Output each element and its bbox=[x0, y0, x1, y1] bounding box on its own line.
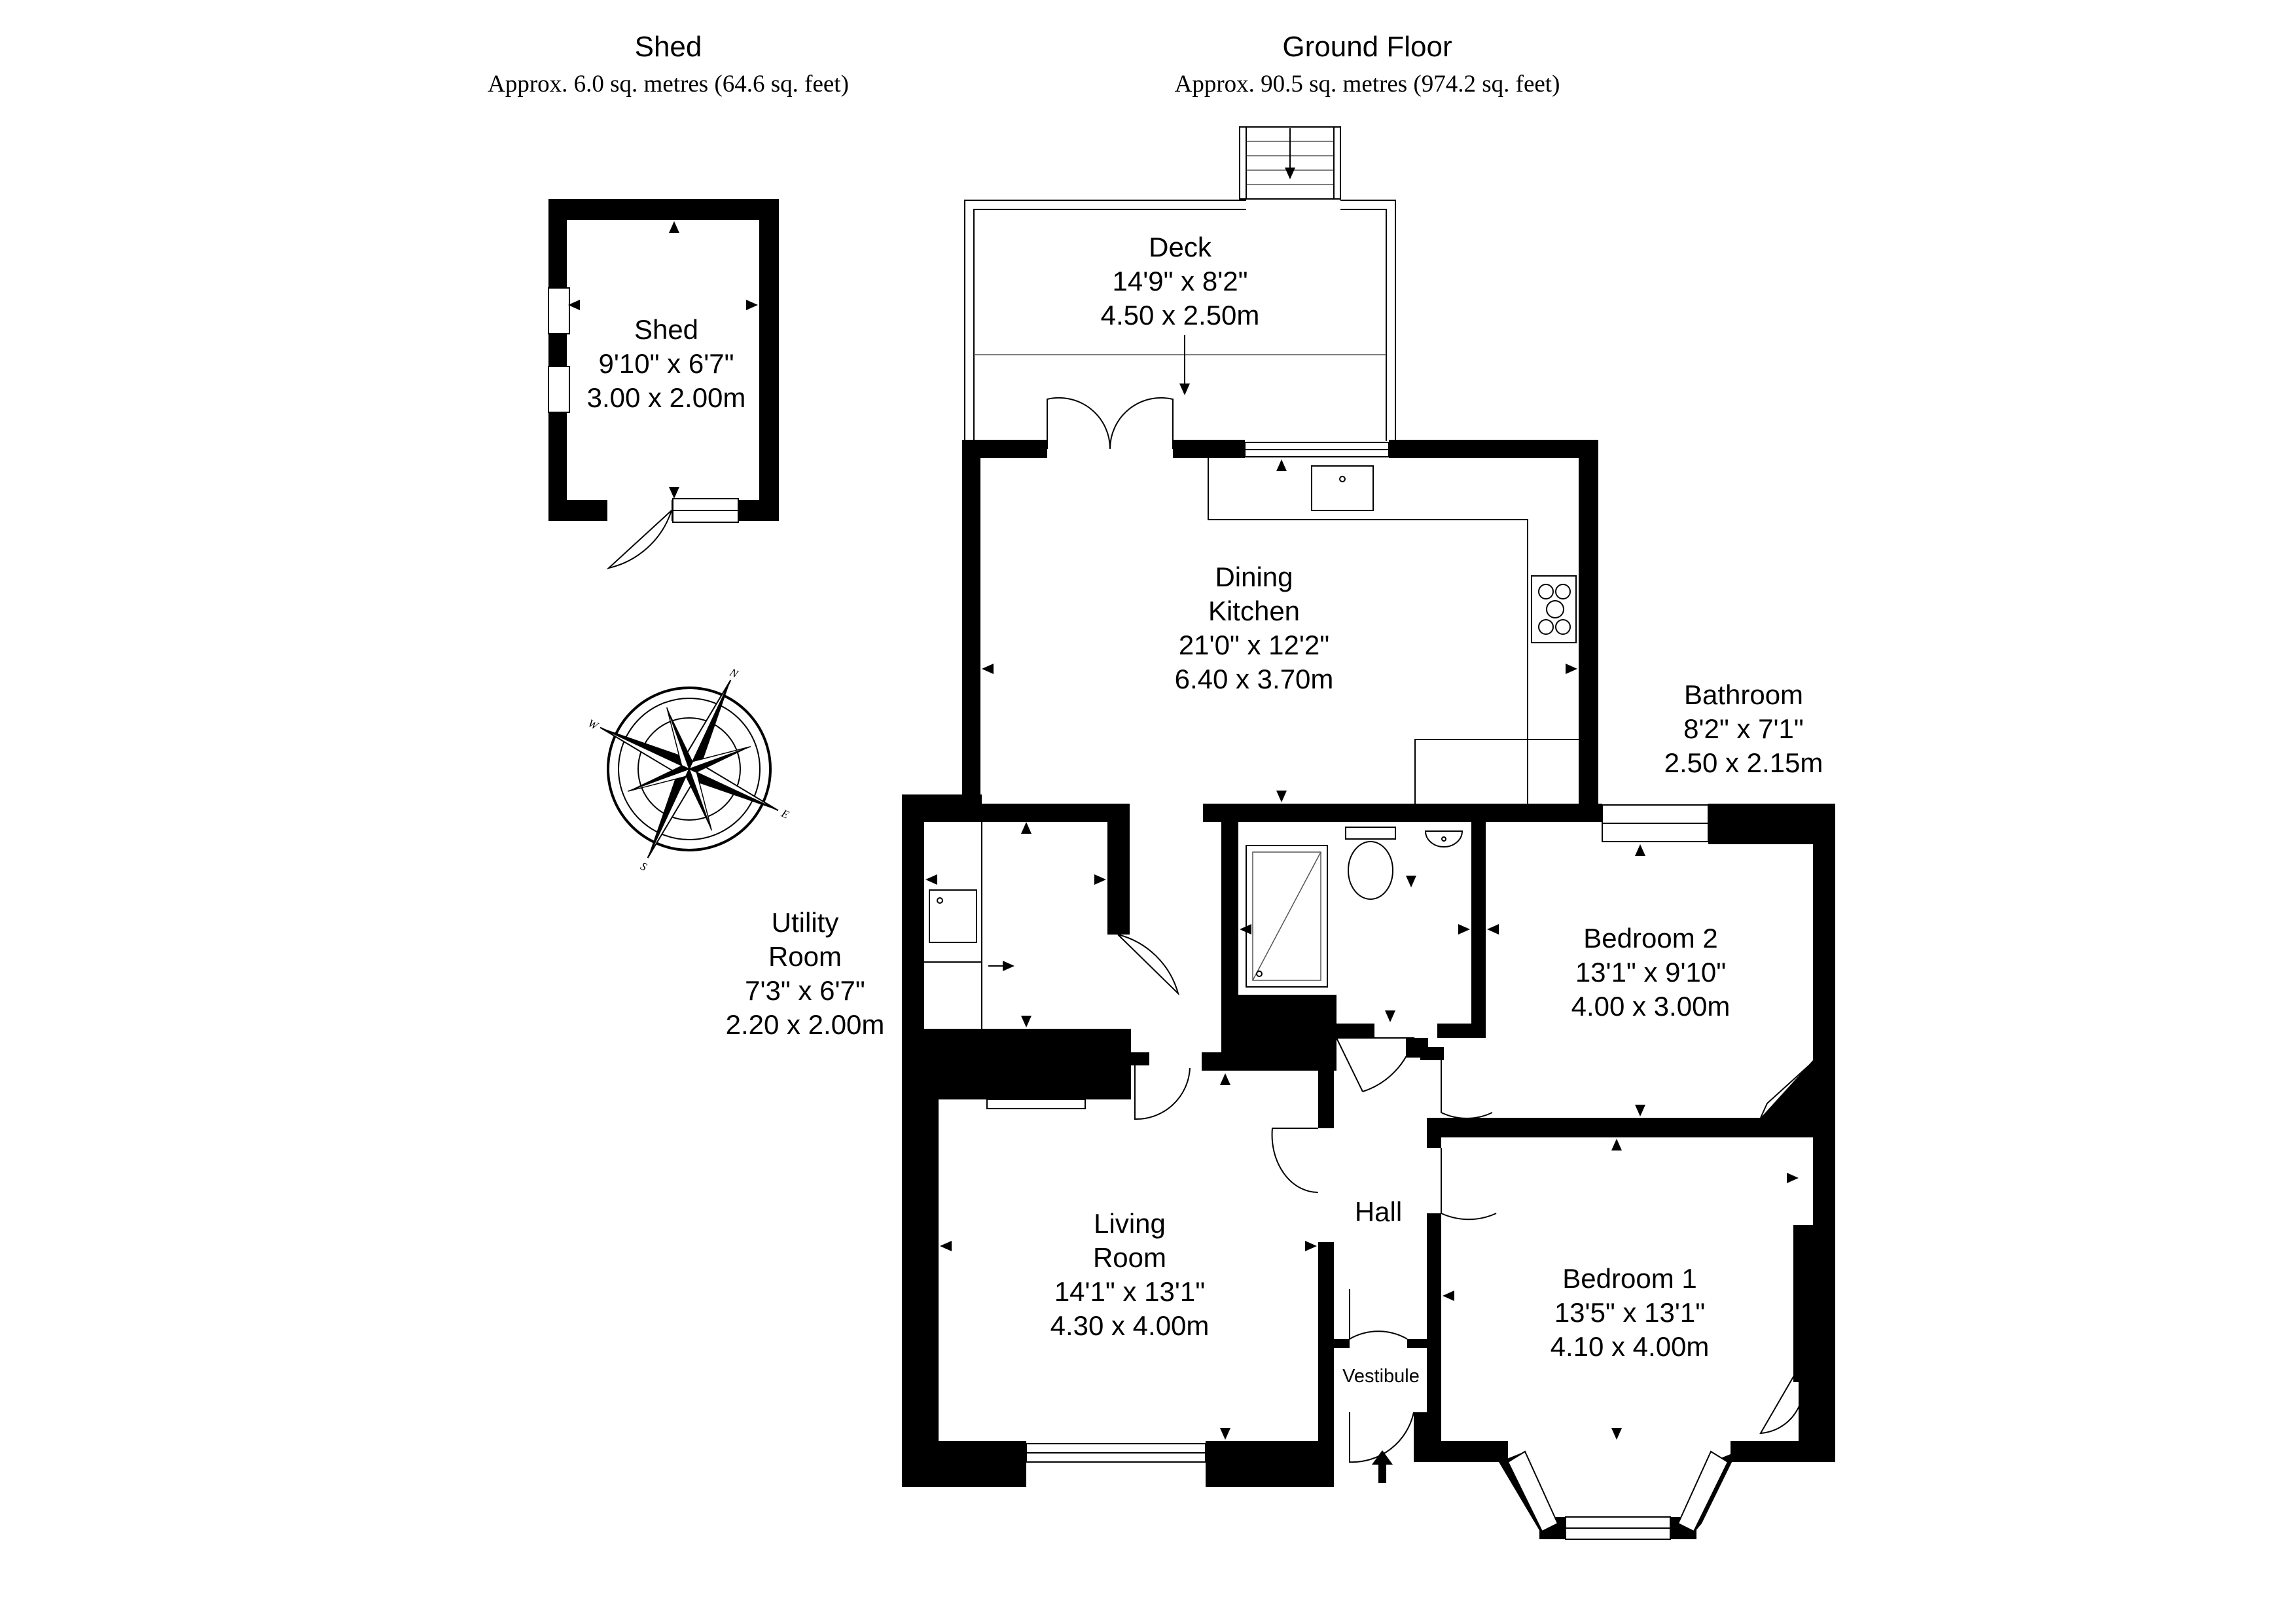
compass-rose-icon: N E S W bbox=[586, 666, 791, 874]
bedroom1-metric: 4.10 x 4.00m bbox=[1551, 1331, 1710, 1362]
dining-imperial: 21'0" x 12'2" bbox=[1179, 630, 1329, 660]
cupboard-door bbox=[1759, 1367, 1804, 1435]
shed-imperial: 9'10" x 6'7" bbox=[599, 348, 734, 379]
bedroom1-door bbox=[1441, 1148, 1497, 1221]
deck-label: Deck bbox=[1149, 232, 1212, 262]
deck-imperial: 14'9" x 8'2" bbox=[1113, 266, 1248, 296]
compass-e: E bbox=[779, 807, 791, 821]
room-labels: Dining Kitchen 21'0" x 12'2" 6.40 x 3.70… bbox=[726, 562, 1823, 1387]
toilet-cistern-icon bbox=[1345, 827, 1396, 840]
utility-metric: 2.20 x 2.00m bbox=[726, 1009, 885, 1040]
vestibule-inner-door bbox=[1349, 1289, 1408, 1340]
dimension-arrows bbox=[925, 459, 1799, 1440]
utility-sink-icon bbox=[929, 889, 977, 943]
french-door-left bbox=[1047, 397, 1111, 450]
utility-label-1: Utility bbox=[772, 907, 839, 938]
toilet-icon bbox=[1348, 841, 1393, 900]
dining-label-1: Dining bbox=[1215, 562, 1293, 592]
bay-window-right bbox=[1677, 1450, 1729, 1533]
living-imperial: 14'1" x 13'1" bbox=[1054, 1276, 1205, 1307]
ground-floor-area: Approx. 90.5 sq. metres (974.2 sq. feet) bbox=[1175, 71, 1560, 98]
living-label-2: Room bbox=[1093, 1242, 1166, 1273]
compass-n: N bbox=[727, 666, 741, 681]
shed-label: Shed bbox=[634, 314, 698, 345]
utility-label-2: Room bbox=[768, 941, 842, 972]
bedroom2-imperial: 13'1" x 9'10" bbox=[1575, 957, 1726, 988]
living-label-1: Living bbox=[1094, 1208, 1166, 1239]
dining-metric: 6.40 x 3.70m bbox=[1175, 664, 1334, 694]
walls bbox=[902, 440, 1835, 1539]
bathroom-imperial: 8'2" x 7'1" bbox=[1683, 713, 1804, 744]
hall-living-door bbox=[1271, 1128, 1319, 1194]
kitchen-sink-icon bbox=[1311, 465, 1374, 511]
hob-icon bbox=[1531, 575, 1577, 643]
vestibule-label: Vestibule bbox=[1342, 1366, 1420, 1387]
bay-window-left bbox=[1507, 1450, 1559, 1533]
kitchen-fittings bbox=[1208, 458, 1579, 804]
deck-metric: 4.50 x 2.50m bbox=[1101, 300, 1260, 330]
compass-w: W bbox=[586, 717, 601, 732]
bedroom2-metric: 4.00 x 3.00m bbox=[1571, 991, 1731, 1022]
bathroom-metric: 2.50 x 2.15m bbox=[1664, 747, 1823, 778]
deck: Deck 14'9" x 8'2" 4.50 x 2.50m bbox=[964, 126, 1396, 441]
ground-floor-title: Ground Floor bbox=[1282, 31, 1452, 63]
living-door bbox=[1134, 1065, 1191, 1120]
bathroom-door bbox=[1336, 1037, 1415, 1092]
utility-imperial: 7'3" x 6'7" bbox=[745, 975, 865, 1006]
basin-icon bbox=[1424, 830, 1463, 847]
french-door-right bbox=[1109, 397, 1174, 450]
windows bbox=[986, 397, 1729, 1540]
compass-s: S bbox=[639, 860, 649, 874]
shed-metric: 3.00 x 2.00m bbox=[587, 382, 746, 413]
shed-title: Shed bbox=[635, 31, 702, 63]
bathroom-fittings bbox=[1246, 827, 1463, 988]
doors bbox=[1117, 934, 1810, 1463]
bedroom1-label: Bedroom 1 bbox=[1562, 1263, 1696, 1294]
dining-label-2: Kitchen bbox=[1208, 596, 1300, 626]
utility-fittings bbox=[924, 817, 982, 1029]
bedroom1-imperial: 13'5" x 13'1" bbox=[1554, 1297, 1705, 1328]
bathroom-label: Bathroom bbox=[1684, 679, 1803, 710]
bedroom2-door bbox=[1441, 1059, 1493, 1119]
front-door bbox=[1349, 1412, 1414, 1463]
shed-window-left bbox=[548, 287, 570, 334]
hall-label: Hall bbox=[1355, 1196, 1402, 1227]
shower-tray-icon bbox=[1246, 845, 1328, 988]
shed-door bbox=[606, 510, 672, 569]
bedroom2-label: Bedroom 2 bbox=[1583, 923, 1717, 954]
shed-plan: Shed 9'10" x 6'7" 3.00 x 2.00m bbox=[548, 199, 779, 569]
entrance-arrow-icon bbox=[1372, 1450, 1393, 1483]
shed-window-left-2 bbox=[548, 366, 570, 413]
utility-door bbox=[1117, 934, 1179, 996]
shed-area: Approx. 6.0 sq. metres (64.6 sq. feet) bbox=[488, 71, 849, 98]
living-metric: 4.30 x 4.00m bbox=[1050, 1310, 1210, 1341]
